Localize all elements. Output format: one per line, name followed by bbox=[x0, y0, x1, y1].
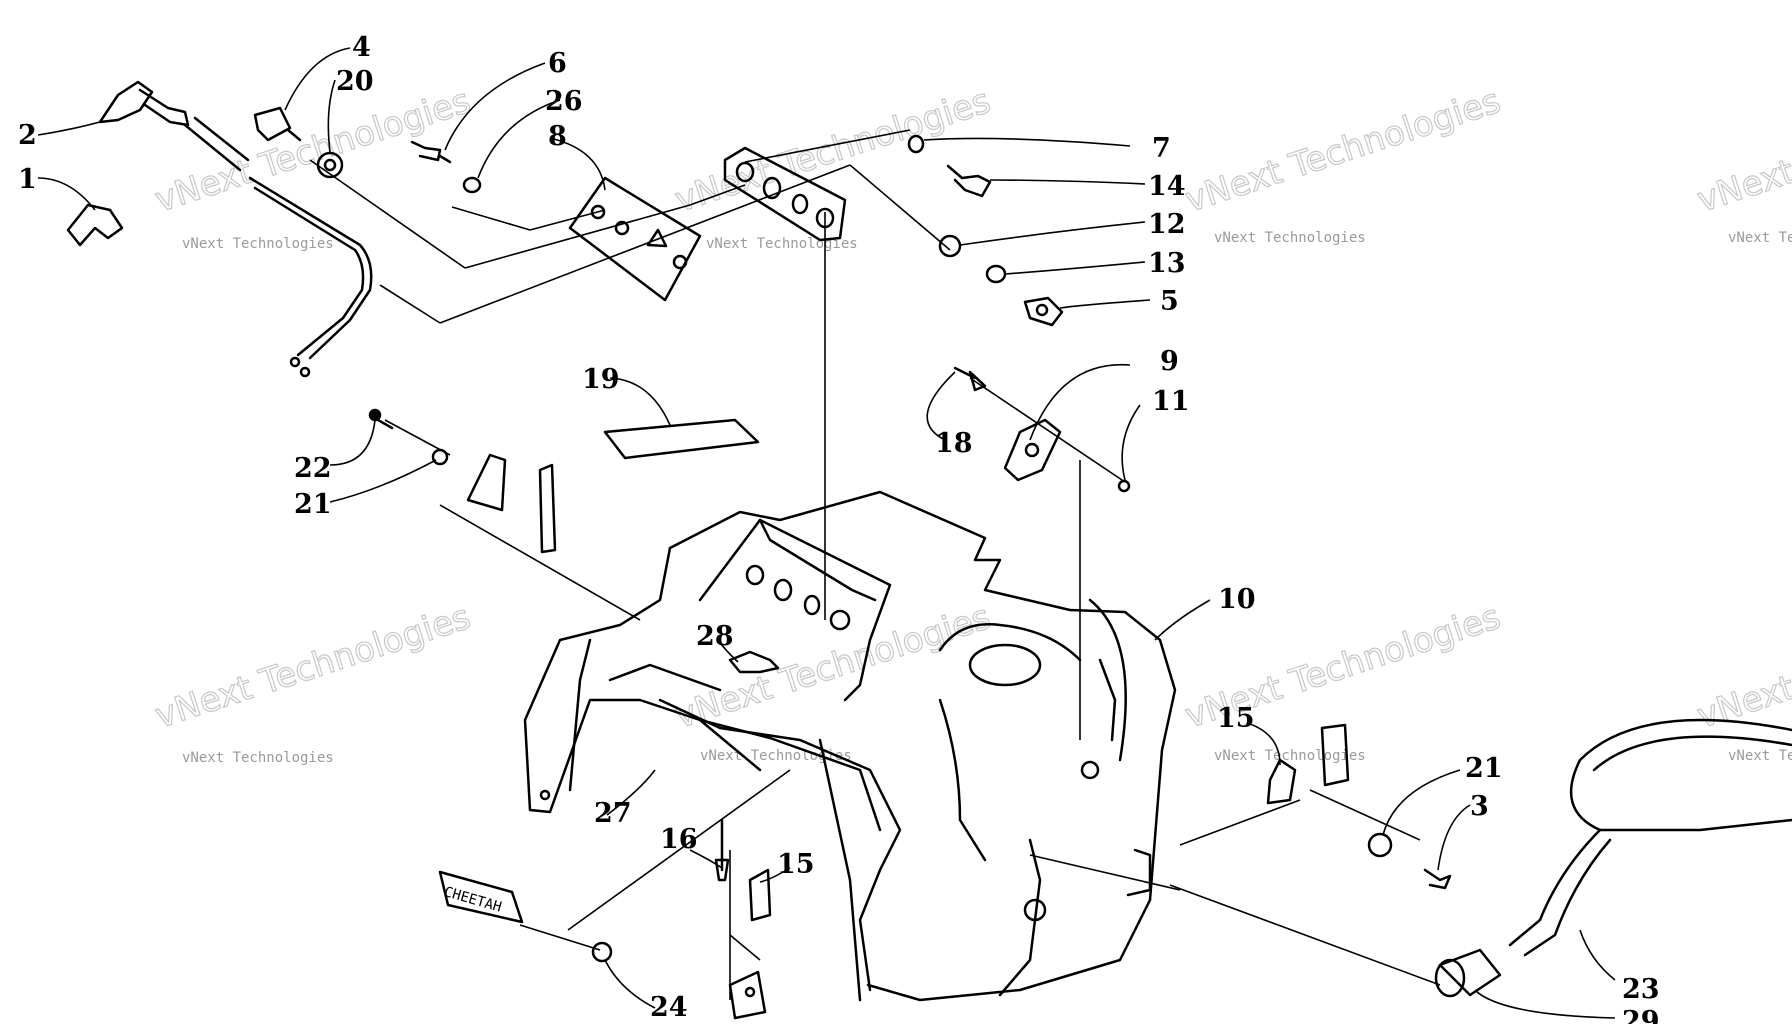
screw-part-18 bbox=[953, 366, 987, 392]
callout-11: 11 bbox=[1152, 386, 1190, 417]
washer-part-21-left bbox=[431, 448, 449, 466]
callout-labels: 2 1 4 20 6 26 8 7 14 12 13 5 9 11 18 19 … bbox=[18, 32, 1660, 1024]
lockwasher-part-12 bbox=[938, 234, 962, 258]
key-switch-part-20 bbox=[316, 151, 344, 179]
watermark-small: vNext Technologies bbox=[1728, 230, 1792, 246]
callout-21-right: 21 bbox=[1465, 753, 1503, 784]
stud-part-16 bbox=[714, 818, 730, 882]
nut-part-13 bbox=[985, 264, 1007, 284]
switch-part-5 bbox=[1023, 296, 1064, 327]
callout-1: 1 bbox=[18, 164, 37, 195]
washer-part-26 bbox=[462, 176, 482, 194]
screw-part-22 bbox=[368, 408, 394, 430]
callout-12: 12 bbox=[1148, 209, 1186, 240]
callout-18: 18 bbox=[935, 428, 973, 459]
callout-2: 2 bbox=[18, 120, 37, 151]
bracket-left bbox=[466, 453, 557, 554]
callout-10: 10 bbox=[1218, 584, 1256, 615]
toggle-switch-part-14 bbox=[946, 164, 992, 198]
decal-part-19 bbox=[603, 418, 760, 460]
gasket-part-9 bbox=[1003, 418, 1062, 482]
callout-20: 20 bbox=[336, 66, 374, 97]
watermark-large: vNext Technologies bbox=[1692, 81, 1792, 221]
callout-leaders bbox=[37, 47, 1616, 1019]
throttle-lever-part-2 bbox=[98, 80, 250, 172]
watermark-large: vNext Technologies bbox=[1180, 81, 1505, 221]
callout-27: 27 bbox=[594, 798, 632, 829]
callout-4: 4 bbox=[352, 32, 371, 63]
callout-22: 22 bbox=[294, 453, 332, 484]
console-housing-part-10 bbox=[523, 490, 1177, 1002]
callout-13: 13 bbox=[1148, 248, 1186, 279]
watermark-small: vNext Technologies bbox=[182, 236, 334, 252]
bracket-part-15-right bbox=[1266, 723, 1350, 805]
nut-part-24 bbox=[591, 941, 613, 963]
callout-7: 7 bbox=[1152, 133, 1171, 164]
callout-8: 8 bbox=[548, 121, 567, 152]
assembly-lines bbox=[309, 129, 1441, 1000]
callout-15-right: 15 bbox=[1217, 703, 1255, 734]
callout-26: 26 bbox=[545, 86, 583, 117]
callout-15-lower: 15 bbox=[777, 849, 815, 880]
nut-part-11 bbox=[1117, 479, 1131, 493]
brake-lever-part-1 bbox=[66, 203, 124, 247]
watermark-small: vNext Technologies bbox=[1214, 230, 1366, 246]
connector-part-29 bbox=[1434, 948, 1502, 998]
watermark-large: vNext Technologies bbox=[150, 81, 475, 221]
callout-14: 14 bbox=[1148, 171, 1186, 202]
dash-plate bbox=[723, 146, 847, 242]
callout-23: 23 bbox=[1622, 974, 1660, 1005]
nameplate-cheetah: CHEETAH bbox=[438, 870, 524, 924]
watermark-large: vNext Technologies bbox=[670, 597, 995, 737]
watermark-small: vNext Technologies bbox=[700, 748, 852, 764]
callout-9: 9 bbox=[1160, 346, 1179, 377]
washer-part-21-right bbox=[1367, 832, 1393, 858]
watermark-large: vNext Technologies bbox=[1692, 597, 1792, 737]
watermark-small: vNext Technologies bbox=[182, 750, 334, 766]
watermark-small: vNext Technologies bbox=[1728, 748, 1792, 764]
key-part-4 bbox=[253, 106, 302, 142]
watermark-small: vNext Technologies bbox=[1214, 748, 1366, 764]
clip-part-15-lower bbox=[748, 868, 772, 922]
callout-29: 29 bbox=[1622, 1006, 1660, 1024]
screw-part-3 bbox=[1423, 868, 1452, 890]
nut-part-7 bbox=[907, 134, 925, 154]
callout-3: 3 bbox=[1470, 791, 1489, 822]
callout-19: 19 bbox=[582, 364, 620, 395]
watermark-large: vNext Technologies bbox=[670, 81, 995, 221]
bracket-lower bbox=[728, 970, 767, 1020]
decal-part-28 bbox=[728, 650, 780, 674]
screw-part-6 bbox=[410, 140, 452, 164]
watermark-large: vNext Technologies bbox=[150, 597, 475, 737]
callout-28: 28 bbox=[696, 621, 734, 652]
callout-5: 5 bbox=[1160, 286, 1179, 317]
callout-21-left: 21 bbox=[294, 489, 332, 520]
callout-24: 24 bbox=[650, 992, 688, 1023]
callout-6: 6 bbox=[548, 48, 567, 79]
instrument-bezel-part-8 bbox=[568, 176, 702, 302]
wiring-harness-part-23 bbox=[1508, 718, 1792, 957]
cable-assembly bbox=[248, 176, 373, 378]
callout-16: 16 bbox=[660, 824, 698, 855]
